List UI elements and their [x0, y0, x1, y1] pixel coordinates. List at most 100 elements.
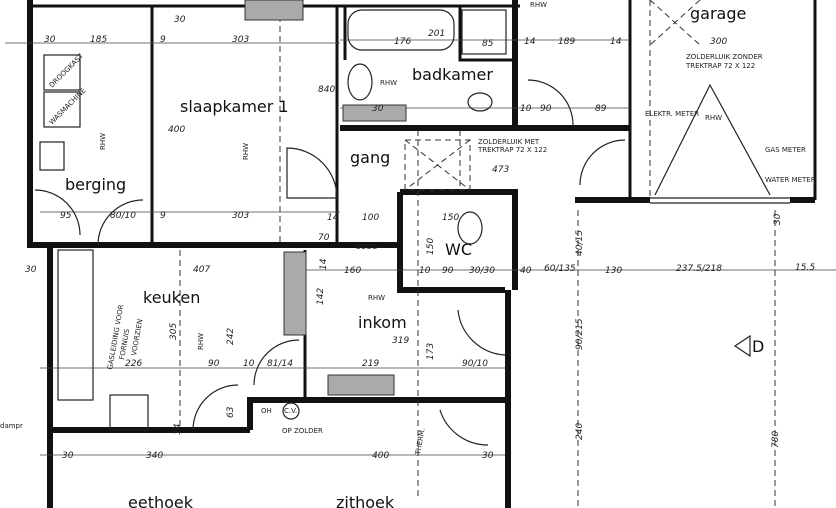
- toilet-wc: [457, 211, 483, 245]
- dim: 219: [362, 359, 379, 369]
- room-wc: WC: [445, 240, 472, 259]
- dim: 30: [62, 451, 74, 461]
- sink-bath: [467, 92, 493, 112]
- dim: 90: [208, 359, 220, 369]
- dim: 15.5: [795, 263, 815, 273]
- dim: 142: [316, 288, 326, 305]
- dim: 14: [524, 37, 536, 47]
- dim: 90/215: [575, 318, 585, 350]
- kitchen-counter: [57, 249, 94, 401]
- dim: 9: [160, 35, 166, 45]
- dim: 90/10: [462, 359, 488, 369]
- dim: 237.5/218: [676, 264, 722, 274]
- vent-bath: [342, 104, 407, 122]
- vent-top: [244, 0, 304, 21]
- zolderluik-garage-2: TREKTRAP 72 X 122: [685, 62, 755, 70]
- room-keuken: keuken: [143, 288, 200, 307]
- rhw-note: RHW: [197, 333, 205, 350]
- rhw-note: RHW: [99, 133, 107, 150]
- rhw-note: RHW: [705, 114, 722, 122]
- dim: 319: [392, 336, 409, 346]
- dim: 14: [610, 37, 622, 47]
- dim: 201: [428, 29, 445, 39]
- room-inkom: inkom: [358, 313, 407, 332]
- dim: 185: [90, 35, 107, 45]
- dim: 9: [398, 266, 404, 276]
- gas-meter: GAS METER: [765, 146, 806, 154]
- dim: 30: [773, 213, 783, 225]
- elektr-meter: ELEKTR. METER: [645, 110, 699, 118]
- wasmachine: [43, 91, 81, 128]
- dim: 85: [482, 39, 494, 49]
- fixtures: [39, 0, 751, 431]
- dim: 100: [362, 213, 379, 223]
- dim: 840: [318, 85, 335, 95]
- room-gang: gang: [350, 148, 390, 167]
- dim: 30: [25, 265, 37, 275]
- annotations: RHW RHW RHW RHW RHW RHW RHW ZOLDERLUIK Z…: [0, 1, 816, 456]
- dim: 90: [442, 266, 454, 276]
- dim: 40: [520, 266, 532, 276]
- walls: [27, 0, 817, 508]
- dim: 189: [558, 37, 575, 47]
- dim: 30: [174, 15, 186, 25]
- dim: 407: [193, 265, 210, 275]
- oh-label: OH: [261, 407, 272, 415]
- dim: 40/15: [575, 230, 585, 256]
- dim: 242: [226, 328, 236, 345]
- gasleiding-3: VOORZIEN: [130, 318, 144, 356]
- bathtub: [347, 9, 455, 51]
- sink-berging: [39, 141, 65, 171]
- vent-inkom: [327, 374, 395, 396]
- cv-label: C.V.: [284, 407, 297, 415]
- dim: 80/10: [110, 211, 136, 221]
- rhw-note: RHW: [242, 143, 250, 160]
- dim: 176: [394, 37, 411, 47]
- rhw-note: RHW: [368, 294, 385, 302]
- dim: 14: [319, 258, 329, 270]
- room-badkamer: badkamer: [412, 65, 493, 84]
- dim: 30: [482, 451, 494, 461]
- cv-symbol: [282, 402, 300, 420]
- dim: 14: [173, 423, 183, 435]
- room-garage: garage: [690, 4, 746, 23]
- dim: 90: [540, 104, 552, 114]
- dim: 305: [169, 323, 179, 340]
- water-meter: WATER METER: [765, 176, 816, 184]
- dim: 81/14: [267, 359, 293, 369]
- dim: 30: [44, 35, 56, 45]
- droogkast: [43, 54, 81, 91]
- dim: 14: [327, 213, 339, 223]
- dim: 303: [232, 211, 249, 221]
- stove: [109, 394, 149, 431]
- room-slaapkamer: slaapkamer 1: [180, 97, 289, 116]
- dim: 30/30: [469, 266, 495, 276]
- dim: 400: [168, 125, 185, 135]
- dim: 95: [60, 211, 72, 221]
- dim: 160: [344, 266, 361, 276]
- dim: 30: [372, 104, 384, 114]
- terrace-arrow-icon: [733, 334, 751, 358]
- door-swings: [34, 79, 626, 446]
- vent-kitchen: [283, 251, 307, 336]
- dim: 473: [492, 165, 509, 175]
- room-eethoek: eethoek: [128, 493, 194, 508]
- op-zolder: OP ZOLDER: [282, 427, 323, 435]
- room-berging: berging: [65, 175, 126, 194]
- boog-label: BOOG: [356, 243, 377, 251]
- zolderluik-garage-1: ZOLDERLUIK ZONDER: [686, 53, 763, 61]
- rhw-note: RHW: [380, 79, 397, 87]
- dim: 130: [605, 266, 622, 276]
- zolderluik-gang-1: ZOLDERLUIK MET: [478, 138, 540, 146]
- dim: 150: [426, 238, 436, 255]
- terrace-marker: D: [752, 337, 764, 356]
- dim: 240: [575, 423, 585, 440]
- dampr-label: dampr: [0, 422, 23, 430]
- toilet-bath: [347, 63, 373, 101]
- dim: 10: [419, 266, 431, 276]
- dim: 70: [318, 233, 330, 243]
- dim: 60/135: [544, 264, 576, 274]
- rhw-note: RHW: [530, 1, 547, 9]
- room-zithoek: zithoek: [336, 493, 395, 508]
